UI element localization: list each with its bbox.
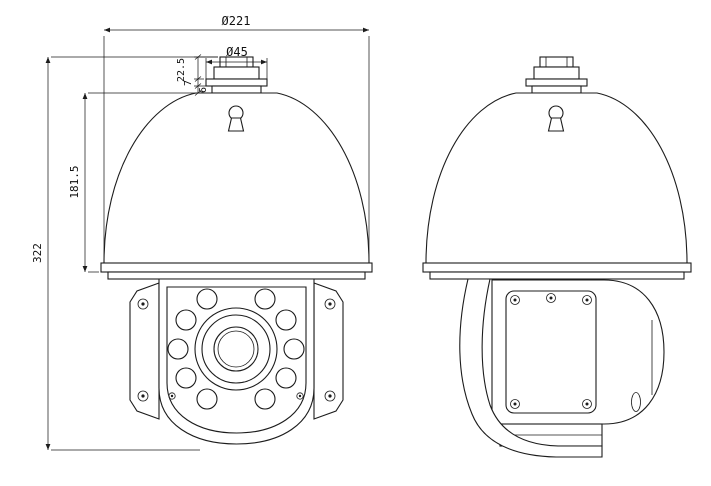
panel-screw-center <box>513 402 517 406</box>
side-dome-rim-outer <box>422 262 692 273</box>
panel-screw <box>510 295 520 305</box>
bracket-screw-center <box>141 302 145 306</box>
front-mount-bracket-left <box>129 282 160 420</box>
ir-led <box>275 367 297 389</box>
bracket-screw <box>137 298 149 310</box>
front-dome-rim-inner <box>107 271 366 280</box>
front-view <box>100 56 373 445</box>
panel-screw-center <box>549 296 553 300</box>
bracket-screw <box>324 298 336 310</box>
extension-lines <box>103 36 370 258</box>
dimensions: Ø221 Ø45 22.5 7 6 181.5 322 <box>31 14 370 451</box>
lens-iris <box>217 330 255 368</box>
dim-label-dome-height: 181.5 <box>68 165 81 198</box>
front-keyhole-latch <box>227 105 245 132</box>
faceplate-screw <box>296 392 304 400</box>
keyhole-tab <box>547 117 565 132</box>
front-faceplate <box>166 286 307 434</box>
bracket-screw-center <box>328 394 332 398</box>
panel-screw-center <box>585 298 589 302</box>
ir-led <box>167 338 189 360</box>
side-slot <box>631 392 641 412</box>
bracket-screw <box>324 390 336 402</box>
dim-dome-height: 181.5 <box>68 92 194 273</box>
post-thread-lines <box>545 57 568 67</box>
dim-label-flange-step-b: 6 <box>198 87 209 93</box>
post-flange <box>205 78 268 87</box>
panel-screw-center <box>585 402 589 406</box>
extension-lines <box>51 56 218 451</box>
dim-label-mount-height: 22.5 <box>176 58 187 82</box>
ir-led <box>275 309 297 331</box>
front-mount-post <box>205 56 268 94</box>
ir-led <box>175 309 197 331</box>
dim-label-flange-step-a: 7 <box>183 80 194 86</box>
front-lens <box>194 307 278 391</box>
post-collar <box>213 66 260 80</box>
post-step <box>531 85 582 94</box>
ir-led <box>175 367 197 389</box>
side-mount-post <box>525 56 588 94</box>
front-ir-leds <box>167 288 305 410</box>
front-housing <box>158 278 315 445</box>
side-view <box>422 56 692 458</box>
lens-ring-mid <box>201 314 271 384</box>
post-flange <box>525 78 588 87</box>
dim-label-overall-diameter: Ø221 <box>222 14 251 28</box>
bracket-screw <box>137 390 149 402</box>
panel-screw <box>546 293 556 303</box>
front-faceplate-screws <box>168 392 304 400</box>
front-dome-rim-outer <box>100 262 373 273</box>
dim-overall-height: 322 <box>31 56 218 451</box>
bracket-screw-center <box>141 394 145 398</box>
faceplate-screw-center <box>298 394 302 398</box>
side-access-panel <box>505 290 597 414</box>
side-keyhole-latch <box>547 105 565 132</box>
keyhole-tab <box>227 117 245 132</box>
dim-mount-diameter: Ø45 <box>205 45 268 79</box>
ir-led <box>254 388 276 410</box>
panel-screw <box>582 399 592 409</box>
dim-label-overall-height: 322 <box>31 243 44 263</box>
side-housing-body <box>491 279 665 425</box>
side-panel-screws <box>510 293 592 409</box>
panel-screw-center <box>513 298 517 302</box>
ir-led <box>196 288 218 310</box>
faceplate-screw <box>168 392 176 400</box>
post-step <box>211 85 262 94</box>
side-dome-rim-inner <box>429 271 685 280</box>
side-yoke-arm <box>459 278 603 458</box>
dim-overall-diameter: Ø221 <box>103 14 370 258</box>
faceplate-screw-center <box>170 394 174 398</box>
bracket-plate <box>129 282 160 420</box>
bracket-plate <box>313 282 344 420</box>
bracket-screw-center <box>328 302 332 306</box>
dim-label-mount-diameter: Ø45 <box>226 45 248 59</box>
post-collar <box>533 66 580 80</box>
ir-led <box>283 338 305 360</box>
panel-screw <box>510 399 520 409</box>
lens-ring-outer <box>194 307 278 391</box>
ir-led <box>196 388 218 410</box>
lens-ring-inner <box>213 326 259 372</box>
extension-lines <box>88 92 194 273</box>
post-thread <box>539 56 574 68</box>
panel-screw <box>582 295 592 305</box>
ir-led <box>254 288 276 310</box>
front-mount-bracket-right <box>313 282 344 420</box>
